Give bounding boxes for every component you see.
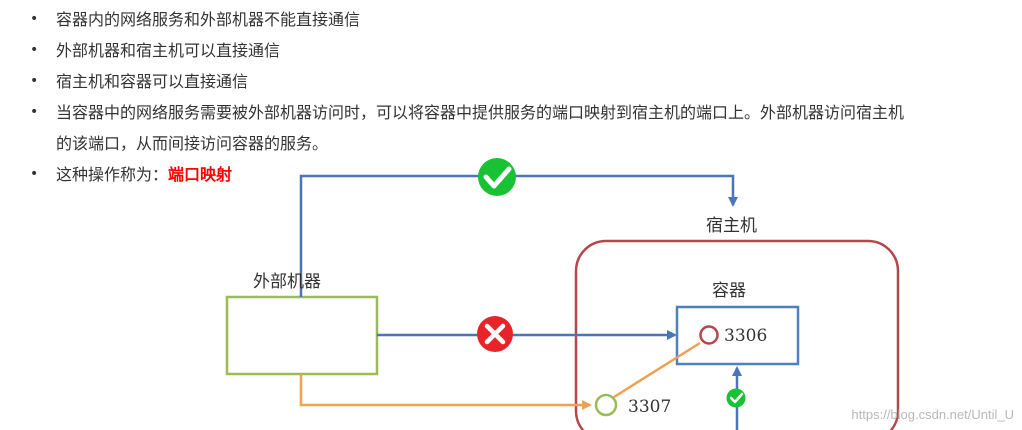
bullet-dot-icon: • bbox=[30, 166, 39, 182]
bullet-dot-icon: • bbox=[30, 73, 39, 89]
port-mapping-line bbox=[613, 341, 701, 399]
container-box bbox=[675, 305, 800, 366]
bullet-item: •当容器中的网络服务需要被外部机器访问时，可以将容器中提供服务的端口映射到宿主机… bbox=[30, 97, 910, 159]
container-port-label: 3306 bbox=[724, 326, 768, 346]
host-port-circle bbox=[594, 393, 618, 417]
host-machine-label: 宿主机 bbox=[706, 216, 757, 236]
host-port-label: 3307 bbox=[628, 397, 672, 417]
bullet-dot-icon: • bbox=[30, 11, 39, 27]
container-port-circle bbox=[699, 325, 719, 345]
container-label: 容器 bbox=[712, 281, 746, 301]
external-machine-box bbox=[225, 295, 379, 376]
external-machine-label: 外部机器 bbox=[253, 272, 321, 292]
external-to-host-line bbox=[299, 174, 738, 297]
bullet-list: •容器内的网络服务和外部机器不能直接通信 •外部机器和宿主机可以直接通信 •宿主… bbox=[30, 4, 910, 190]
external-to-host-port-line bbox=[299, 374, 592, 410]
small-check-circle-icon bbox=[726, 388, 746, 408]
bullet-item: •这种操作称为：端口映射 bbox=[30, 159, 910, 190]
bullet-item: •宿主机和容器可以直接通信 bbox=[30, 66, 910, 97]
x-circle-icon bbox=[477, 316, 513, 352]
port-mapping-term: 端口映射 bbox=[168, 165, 233, 184]
watermark: https://blog.csdn.net/Until_U bbox=[851, 407, 1014, 422]
bullet-dot-icon: • bbox=[30, 104, 39, 120]
bullet-dot-icon: • bbox=[30, 42, 39, 58]
bullet-item: •容器内的网络服务和外部机器不能直接通信 bbox=[30, 4, 910, 35]
host-machine-box bbox=[574, 239, 900, 430]
bullet-item: •外部机器和宿主机可以直接通信 bbox=[30, 35, 910, 66]
check-circle-icon bbox=[478, 158, 516, 196]
